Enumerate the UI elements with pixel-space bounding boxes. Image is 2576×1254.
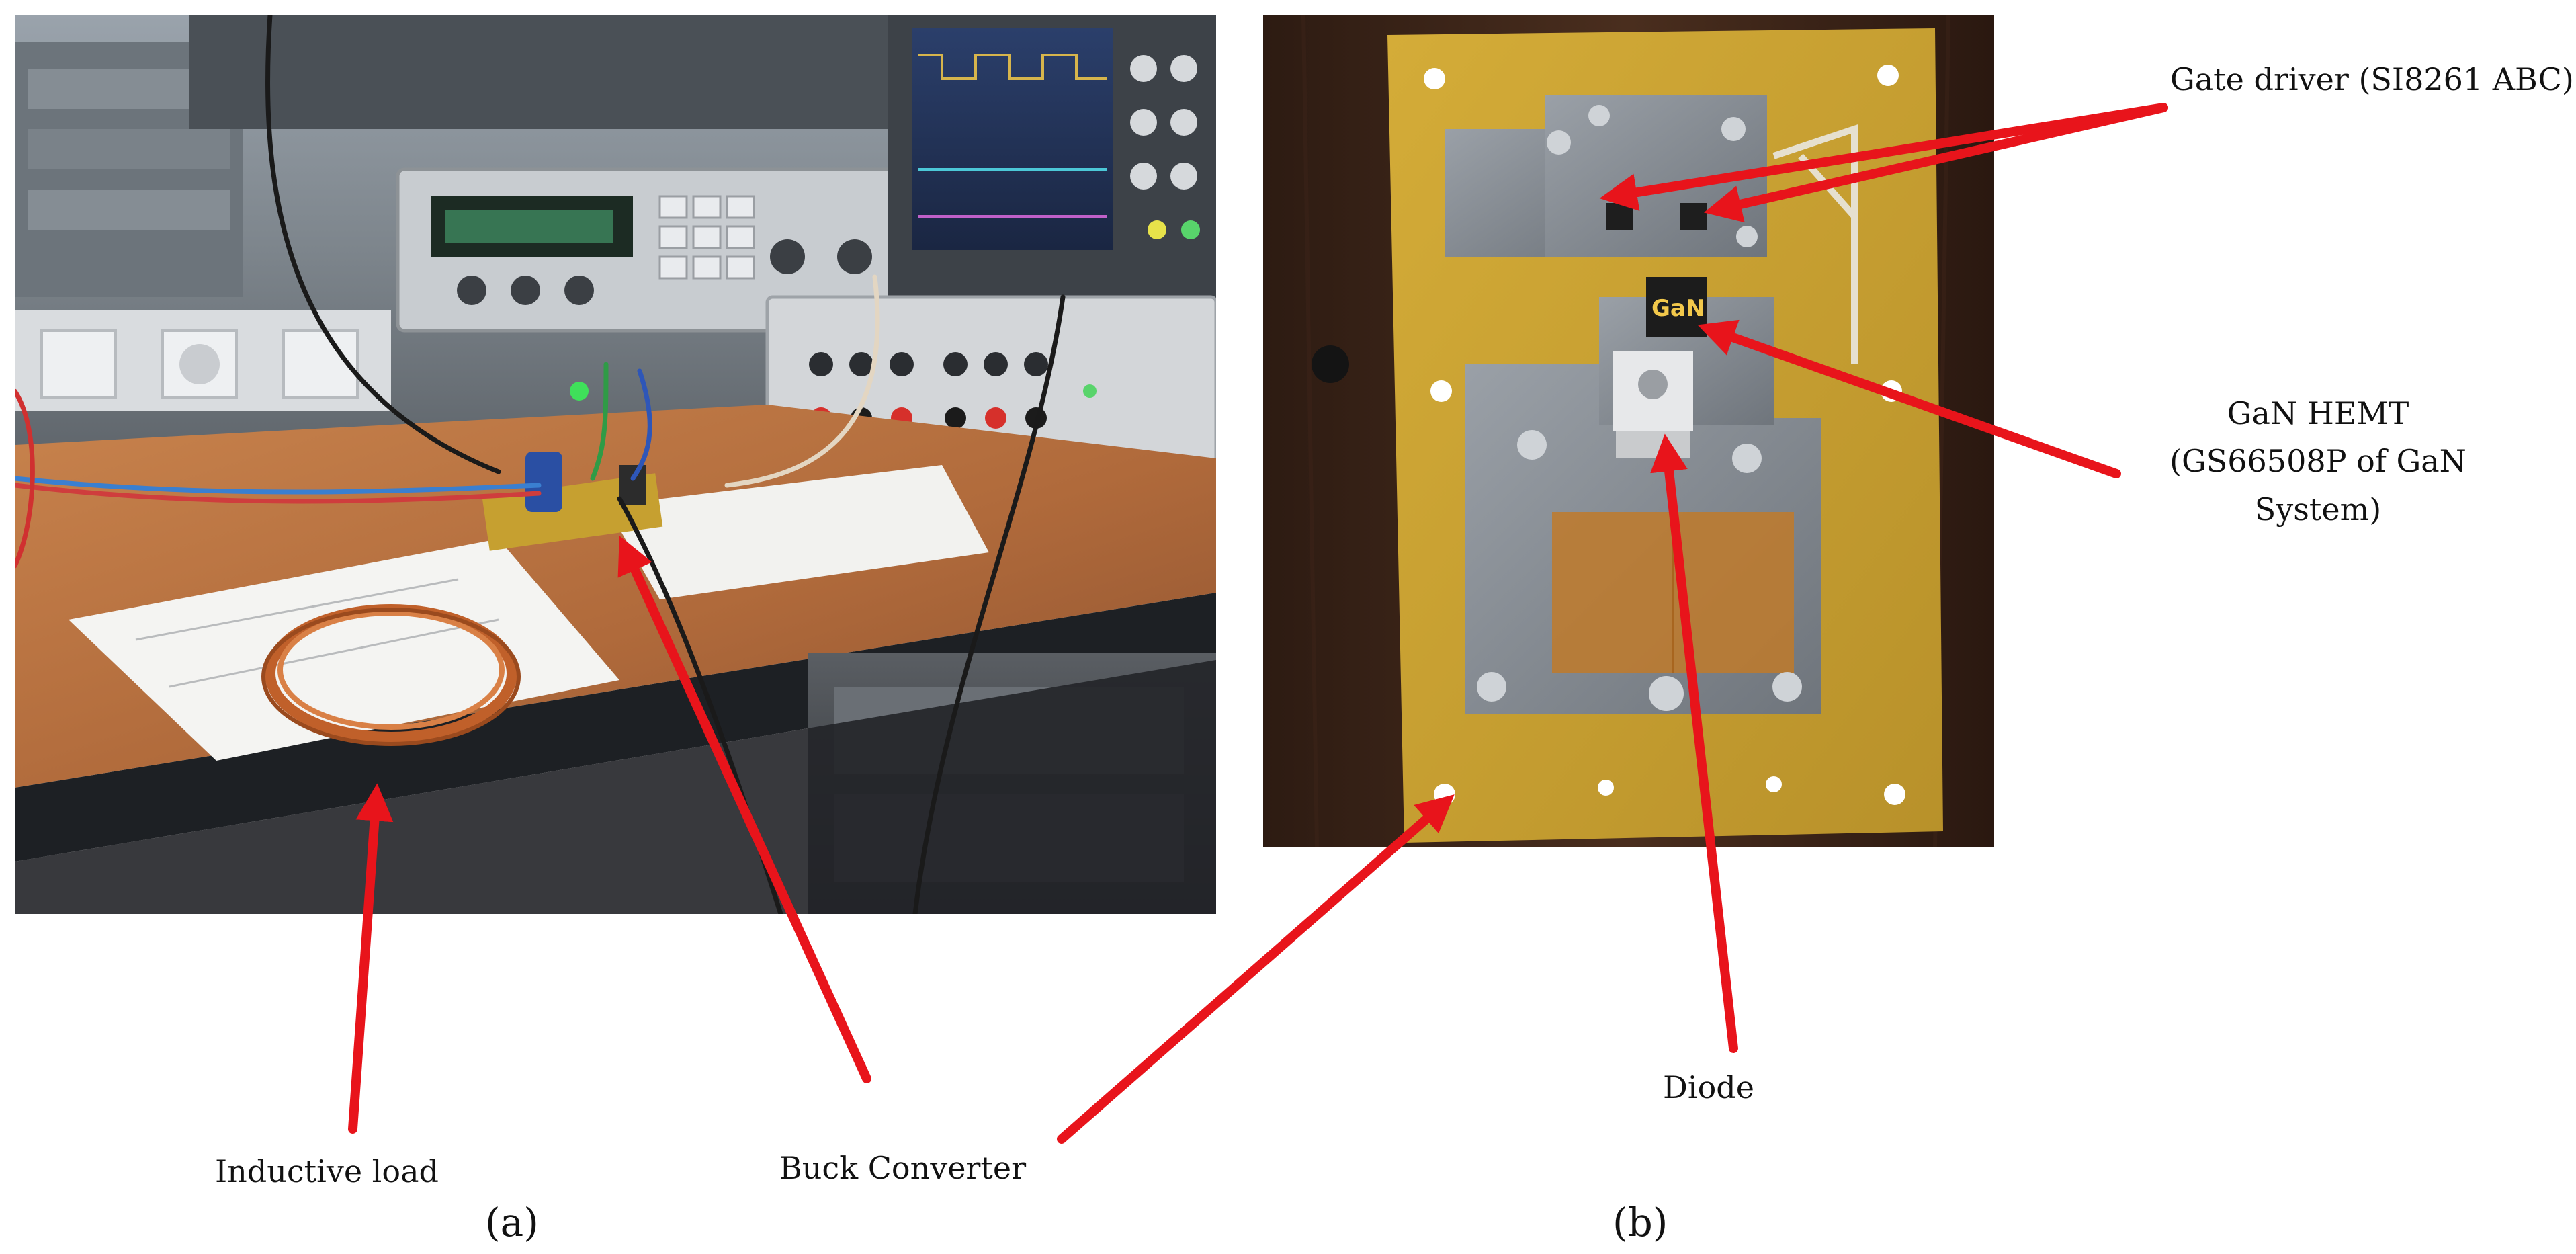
- panel-label-a: (a): [485, 1200, 539, 1245]
- caption-gan-hemt-line3: System): [2254, 491, 2382, 528]
- gan-hemt-chip: [1646, 277, 1707, 337]
- inductive-coil: [261, 604, 521, 746]
- caption-buck-converter: Buck Converter: [779, 1150, 1027, 1186]
- pcb-illustration: GaN: [1263, 15, 1994, 847]
- caption-gan-hemt-line1: GaN HEMT: [2227, 395, 2409, 431]
- rack-top: [189, 15, 929, 129]
- photo-pcb: GaN: [1263, 15, 1994, 847]
- panel-label-b: (b): [1613, 1200, 1668, 1245]
- photo-lab-setup: [15, 15, 1216, 914]
- caption-diode: Diode: [1663, 1069, 1754, 1105]
- caption-inductive-load: Inductive load: [215, 1153, 439, 1189]
- gan-chip-marking: GaN: [1651, 295, 1705, 322]
- lab-setup-illustration: [15, 15, 1216, 914]
- oscilloscope-screen: [912, 28, 1113, 250]
- caption-gate-driver: Gate driver (SI8261 ABC): [2170, 61, 2574, 97]
- caption-gan-hemt-line2: (GS66508P of GaN: [2170, 443, 2466, 480]
- gate-driver-ic-2: [1680, 203, 1707, 230]
- caption-gan-hemt: GaN HEMT (GS66508P of GaN System): [2130, 390, 2506, 534]
- gate-driver-ic-1: [1606, 203, 1633, 230]
